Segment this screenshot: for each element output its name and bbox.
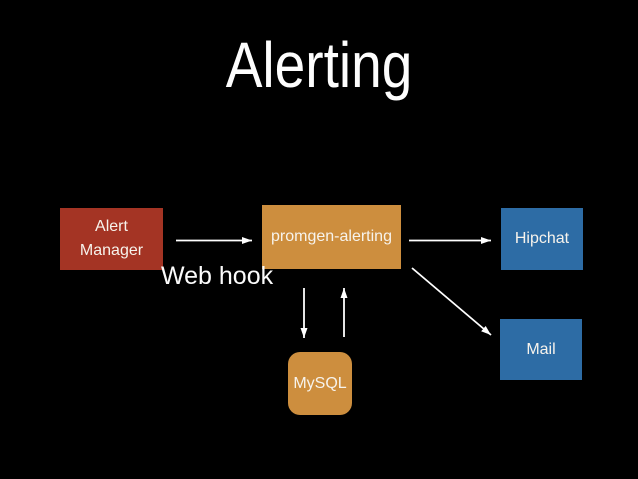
webhook-annotation: Web hook — [161, 262, 274, 290]
node-promgen-alerting-label: promgen-alerting — [271, 228, 392, 245]
arrow-promgen-to-mail — [411, 267, 492, 336]
node-alert-manager: Alert Manager — [60, 208, 163, 270]
node-mysql: MySQL — [288, 352, 352, 415]
node-mysql-label: MySQL — [293, 374, 347, 392]
node-mail-label: Mail — [526, 340, 556, 358]
node-alert-manager-label: Alert Manager — [79, 218, 144, 259]
node-mail: Mail — [500, 319, 582, 380]
node-promgen-alerting: promgen-alerting — [262, 205, 401, 269]
node-hipchat-label: Hipchat — [514, 230, 570, 247]
slide-title: Alerting — [225, 29, 413, 101]
node-hipchat: Hipchat — [501, 208, 583, 270]
